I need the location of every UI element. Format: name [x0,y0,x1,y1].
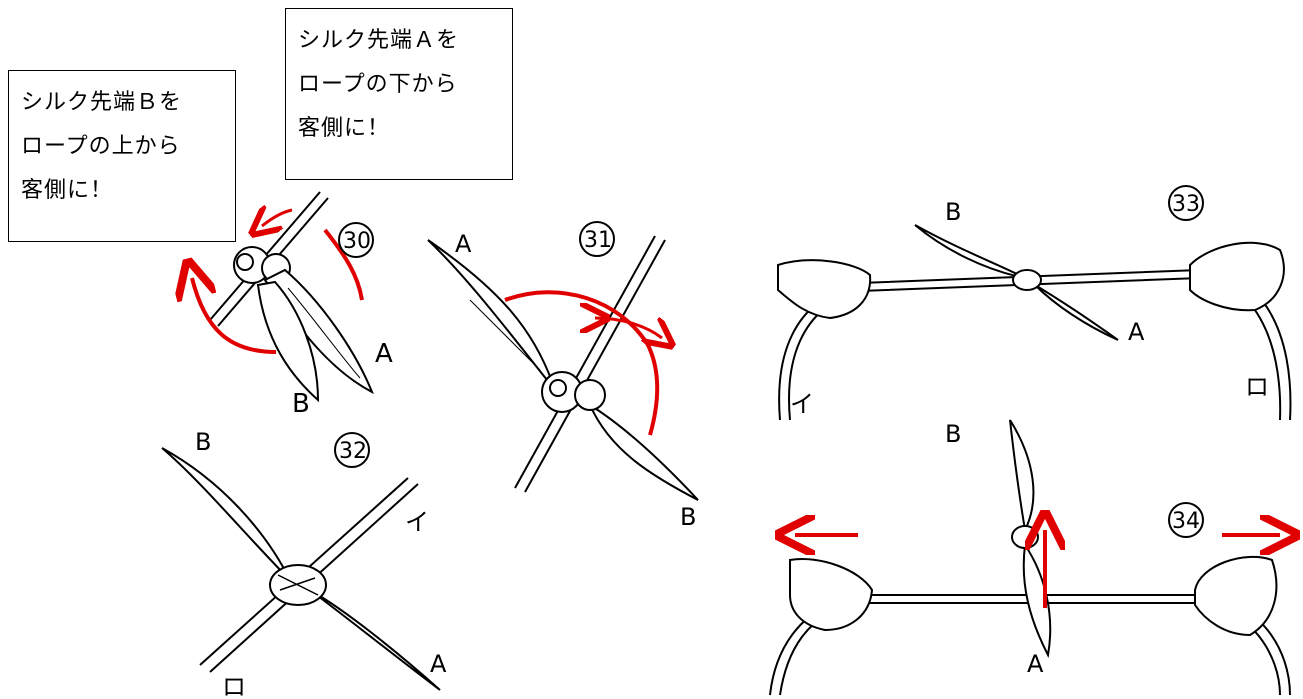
step-34: 34 B A [769,419,1290,696]
callout-silk-b-line1: シルク先端Ｂを [21,90,183,115]
step-32-number: 32 [339,439,367,464]
step-32-number-circle [334,432,370,468]
step-30-label-a: A [375,339,393,369]
step-31-label-b: B [680,503,696,531]
step-31-number: 31 [584,228,612,253]
step-31-number-circle [579,221,615,257]
step-32-label-b: B [195,428,211,456]
callout-silk-a: シルク先端Ａを ロープの下から 客側に！ [285,8,513,180]
step-32-label-a: A [430,650,447,678]
step-30-number-circle [338,222,374,258]
step-33-label-ro: ロ [1245,373,1269,401]
step-34-number: 34 [1172,509,1200,534]
step-34-label-b: B [945,420,961,448]
step-32-label-i: イ [405,508,429,536]
left-hand-34 [789,558,874,632]
step-33-number: 33 [1172,192,1200,217]
step-33-label-b: B [945,198,961,226]
callout-silk-b-line3: 客側に！ [21,178,114,203]
step-34-number-circle [1168,502,1204,538]
step-32-label-ro: ロ [222,673,246,699]
step-30-number: 30 [343,229,371,254]
callout-silk-b-line2: ロープの上から [21,134,181,159]
step-34-label-a: A [1027,650,1044,678]
callout-silk-a-line2: ロープの下から [298,72,458,97]
callout-silk-a-line3: 客側に！ [298,116,391,141]
left-hand-33 [777,259,872,320]
step-31: 31 A B [427,221,699,531]
step-30-label-b: B [292,389,310,419]
right-hand-34 [1194,555,1278,637]
step-33-label-a: A [1128,318,1145,346]
step-32: 32 B A イ ロ [161,428,447,699]
callout-silk-b: シルク先端Ｂを ロープの上から 客側に！ [8,70,236,242]
step-33: 33 B A イ ロ [777,185,1292,421]
callout-silk-a-line1: シルク先端Ａを [298,28,460,53]
step-33-label-i: イ [790,390,814,418]
right-hand-33 [1189,241,1285,312]
step-30: 30 A B [192,191,393,419]
step-31-label-a: A [455,230,472,258]
step-33-number-circle [1168,185,1204,221]
